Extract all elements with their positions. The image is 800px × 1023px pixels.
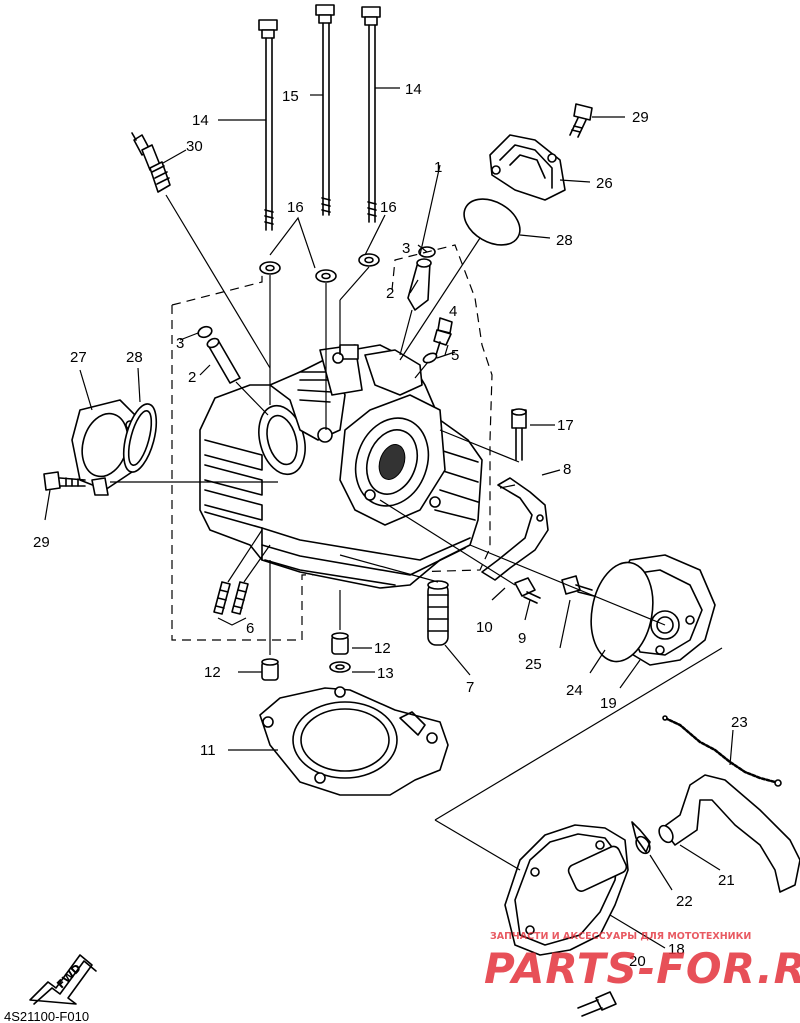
callout-6: 6 [246,620,254,637]
callout-3-right: 3 [402,240,410,257]
breather-hose-21 [658,774,800,893]
cover-group-bracket [434,647,723,821]
callout-11: 11 [200,742,216,759]
washers-16 [259,253,380,283]
valve-guide-left [206,337,241,384]
bolt-20 [577,991,617,1017]
bolt-25 [561,575,595,597]
callout-9: 9 [518,630,526,647]
callout-23: 23 [731,714,748,731]
fwd-arrow-icon [29,954,97,1005]
callout-3-left: 3 [176,335,184,352]
head-gasket-11 [259,686,449,796]
callout-4: 4 [449,303,457,320]
callout-2-right: 2 [386,285,394,302]
cover-gasket-24 [590,561,654,663]
callout-27: 27 [70,349,87,366]
callout-30: 30 [186,138,203,155]
watermark-brand: PARTS-FOR.RU [484,944,800,993]
callout-24: 24 [566,682,583,699]
callout-25: 25 [525,656,542,673]
callout-26: 26 [596,175,613,192]
watermark: ЗАПЧАСТИ И АКСЕССУАРЫ ДЛЯ МОТОТЕХНИКИ PA… [484,931,800,993]
callout-14-left: 14 [192,112,209,129]
tappet-cover-27 [71,399,141,496]
callout-22: 22 [676,893,693,910]
callout-14-right: 14 [405,81,422,98]
washer-13 [329,661,351,673]
hose-clip-22 [631,821,651,855]
callout-12-right: 12 [374,640,391,657]
callout-10: 10 [476,619,493,636]
callout-13: 13 [377,665,394,682]
callout-29-top: 29 [632,109,649,126]
spark-plug [131,132,171,193]
callout-29-left: 29 [33,534,50,551]
bolt-29-top [569,103,593,138]
breather-cover-18 [504,824,629,956]
bolt-17 [511,408,527,461]
callout-12-left: 12 [204,664,221,681]
valve-guide-right [407,258,432,311]
callout-8: 8 [563,461,571,478]
dowel-pins-6 [213,581,249,615]
circlip-right [418,246,436,258]
callout-1: 1 [434,159,442,176]
cylinder-head-bolt-middle [315,4,335,216]
cam-cap-26 [489,134,566,201]
callout-2-left: 2 [188,369,196,386]
cable-23 [662,715,782,787]
callout-15: 15 [282,88,299,105]
callout-21: 21 [718,872,735,889]
dowel-12-right [331,632,349,655]
oil-pipe-7 [427,580,449,646]
callout-28-top: 28 [556,232,573,249]
cylinder-head [199,344,483,589]
callout-18: 18 [668,941,685,958]
callout-16-right: 16 [380,199,397,216]
bolt-29-left [43,471,86,491]
cylinder-head-bolt-right [361,6,381,223]
dowel-12-left [261,658,279,681]
intake-gasket-top [463,198,521,246]
diagram-code: 4S21100-F010 [4,1009,89,1023]
callout-5: 5 [451,347,459,364]
callout-17: 17 [557,417,574,434]
assembly-outline-dashed [171,244,493,641]
callout-leaders [44,87,734,949]
callout-labels: 1 2 2 3 3 4 5 6 7 8 9 10 11 12 12 13 14 … [33,81,748,970]
chain-guide-8 [481,477,549,581]
callout-28-left: 28 [126,349,143,366]
callout-7: 7 [466,679,474,696]
washer-5 [422,352,438,364]
o-ring-28-left [122,403,158,473]
cylinder-head-bolt-left [258,19,278,231]
watermark-tagline: ЗАПЧАСТИ И АКСЕССУАРЫ ДЛЯ МОТОТЕХНИКИ [490,931,751,942]
bolt-9 [514,577,541,604]
callout-19: 19 [600,695,617,712]
callout-16-left: 16 [287,199,304,216]
circlip-left [197,325,213,339]
callout-20: 20 [629,953,646,970]
bolt-4 [433,317,453,356]
